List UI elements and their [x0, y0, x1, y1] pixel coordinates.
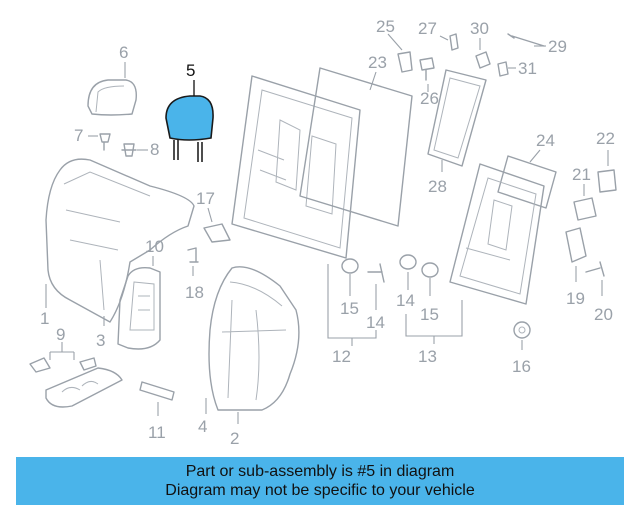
- callout-19: 19: [566, 289, 585, 308]
- callout-4: 4: [198, 417, 207, 436]
- part-21-bracket[interactable]: [573, 197, 597, 221]
- part-22-cap[interactable]: [597, 169, 617, 193]
- callout-30: 30: [470, 19, 489, 38]
- part-8-guide[interactable]: [121, 143, 137, 157]
- callout-15b: 15: [420, 305, 439, 324]
- callout-11: 11: [148, 423, 166, 442]
- part-14-bolt-a[interactable]: [367, 263, 385, 283]
- part-5-headrest-highlighted[interactable]: [165, 95, 214, 162]
- part-seat-frame-right[interactable]: [449, 163, 545, 305]
- callout-25: 25: [376, 17, 395, 36]
- callout-2: 2: [230, 429, 239, 448]
- part-24-board[interactable]: [497, 155, 557, 209]
- callout-26: 26: [420, 89, 439, 108]
- callout-14a: 14: [366, 313, 385, 332]
- callout-22: 22: [596, 129, 615, 148]
- leader-9: [49, 342, 75, 360]
- leader-14-15-b: [407, 272, 431, 296]
- exploded-parts-diagram: 6 5 7 8 1 3 10: [29, 17, 617, 448]
- leader-17: [207, 207, 213, 223]
- leader-23: [369, 71, 377, 91]
- part-26-screw[interactable]: [419, 57, 435, 81]
- callout-21: 21: [572, 165, 591, 184]
- callout-9: 9: [56, 325, 65, 344]
- callout-7: 7: [74, 126, 83, 145]
- callout-17: 17: [196, 189, 215, 208]
- callout-3: 3: [96, 331, 105, 350]
- part-11-trim[interactable]: [139, 381, 175, 401]
- callout-1: 1: [40, 309, 49, 328]
- leader-15-14-a: [349, 274, 377, 310]
- leader-24: [529, 149, 541, 163]
- callout-18: 18: [185, 283, 204, 302]
- callout-6: 6: [119, 43, 128, 62]
- part-15-bushing-a[interactable]: [341, 258, 359, 274]
- banner-line-1: Part or sub-assembly is #5 in diagram: [185, 463, 455, 480]
- callout-15a: 15: [340, 299, 359, 318]
- part-31-clip[interactable]: [497, 61, 509, 77]
- callout-27: 27: [418, 19, 437, 38]
- callout-24: 24: [536, 131, 555, 150]
- callout-31: 31: [518, 59, 537, 78]
- leader-25: [387, 33, 403, 51]
- info-banner: Part or sub-assembly is #5 in diagram Di…: [16, 457, 624, 505]
- callout-16: 16: [512, 357, 531, 376]
- part-23-board[interactable]: [299, 67, 413, 227]
- callout-8: 8: [150, 140, 159, 159]
- callout-23: 23: [368, 53, 387, 72]
- part-29-rod[interactable]: [507, 33, 545, 47]
- part-18-clip[interactable]: [187, 247, 199, 263]
- part-10-armrest-frame[interactable]: [117, 266, 161, 350]
- banner-line-2: Diagram may not be specific to your vehi…: [165, 482, 475, 499]
- part-19-latch[interactable]: [565, 227, 587, 263]
- part-28-panel[interactable]: [427, 69, 487, 167]
- part-1-seat-back[interactable]: [45, 158, 195, 323]
- part-20-bolt[interactable]: [585, 261, 605, 277]
- part-6-headrest[interactable]: [87, 79, 137, 116]
- part-27-latch[interactable]: [449, 33, 459, 51]
- callout-28: 28: [428, 177, 447, 196]
- part-30-bracket[interactable]: [475, 51, 491, 69]
- part-14-bolt-b[interactable]: [399, 254, 417, 270]
- callout-5: 5: [186, 61, 195, 80]
- part-16-grommet[interactable]: [513, 321, 531, 339]
- callout-14b: 14: [396, 291, 415, 310]
- part-seat-frame-left[interactable]: [231, 75, 361, 259]
- part-2-seat-cushion[interactable]: [208, 266, 300, 411]
- callout-12: 12: [332, 347, 351, 366]
- callout-10: 10: [145, 237, 164, 256]
- leader-27: [439, 35, 449, 41]
- callout-13: 13: [418, 347, 437, 366]
- part-7-guide[interactable]: [99, 133, 111, 151]
- callout-29: 29: [548, 37, 567, 56]
- part-9-armrest[interactable]: [29, 357, 123, 408]
- part-25-clip[interactable]: [397, 51, 413, 73]
- part-17-bracket[interactable]: [203, 223, 231, 243]
- callout-20: 20: [594, 305, 613, 324]
- part-15-bushing-b[interactable]: [421, 262, 439, 278]
